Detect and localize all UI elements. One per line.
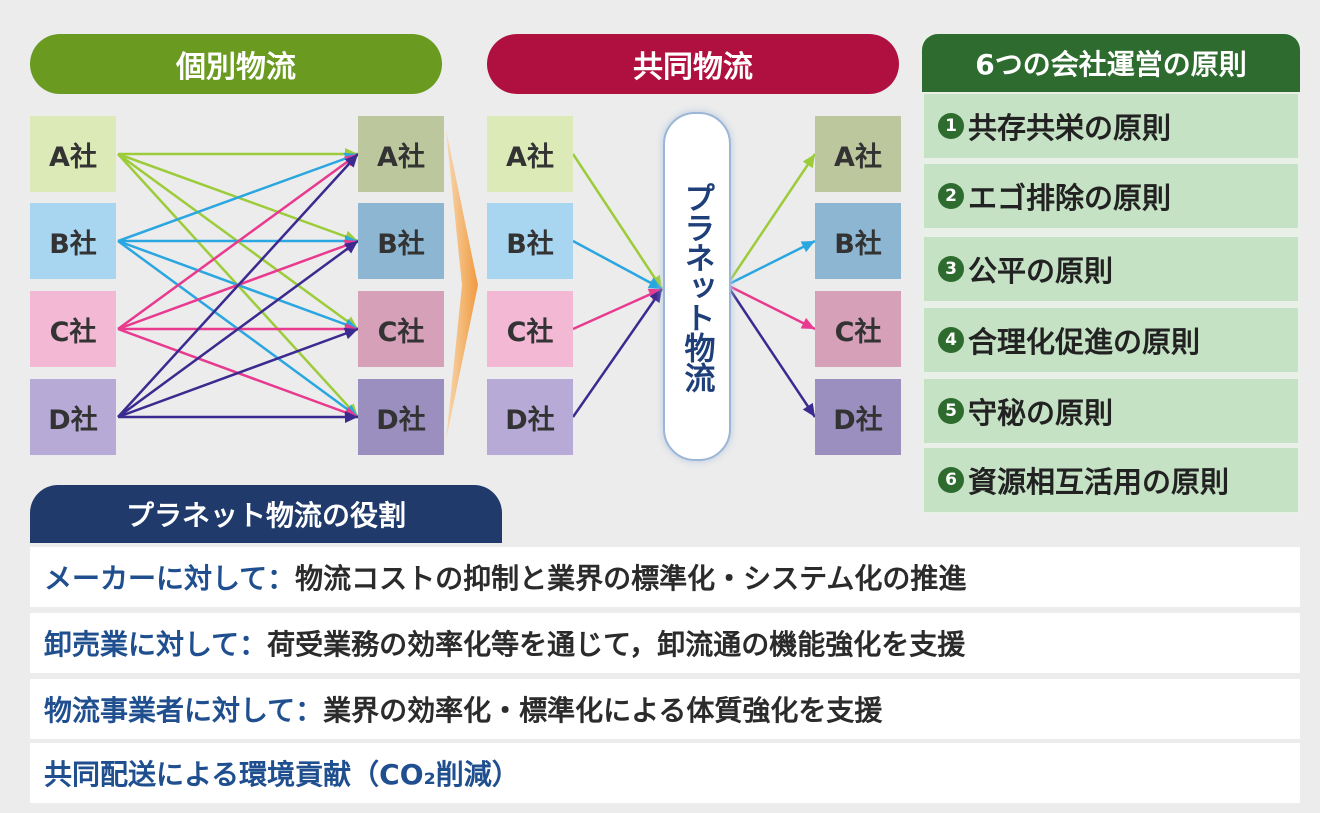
individual-flow-line bbox=[117, 327, 359, 419]
joint-receiver-d: D社 bbox=[815, 379, 901, 455]
role-row: 共同配送による環境貢献（CO₂削減） bbox=[30, 743, 1300, 803]
joint-inbound-line bbox=[572, 239, 663, 291]
ind-shipper-d: D社 bbox=[30, 379, 116, 455]
principle-item: 4 合理化促進の原則 bbox=[924, 308, 1298, 372]
role-row: 卸売業に対して： 荷受業務の効率化等を通じて，卸流通の機能強化を支援 bbox=[30, 613, 1300, 673]
flow-lines bbox=[117, 130, 817, 440]
principle-item: 3 公平の原則 bbox=[924, 237, 1298, 301]
joint-logistics-title: 共同物流 bbox=[487, 34, 899, 94]
joint-outbound-line-arrowhead bbox=[802, 402, 815, 417]
individual-logistics-title: 個別物流 bbox=[30, 34, 442, 94]
joint-receiver-c: C社 bbox=[815, 291, 901, 367]
principle-label: 共存共栄の原則 bbox=[968, 111, 1172, 145]
role-text: 物流コストの抑制と業界の標準化・システム化の推進 bbox=[295, 562, 967, 595]
number-badge-icon: 6 bbox=[938, 467, 964, 493]
joint-inbound-line bbox=[571, 288, 664, 418]
principle-label: 公平の原則 bbox=[968, 254, 1114, 288]
joint-outbound-line-arrowhead bbox=[800, 241, 815, 253]
number-badge-icon: 3 bbox=[938, 256, 964, 282]
role-text: 業界の効率化・標準化による体質強化を支援 bbox=[323, 694, 883, 727]
joint-inbound-line bbox=[571, 153, 664, 290]
joint-outbound-line bbox=[726, 239, 816, 287]
role-text: 荷受業務の効率化等を通じて，卸流通の機能強化を支援 bbox=[267, 628, 966, 661]
number-badge-icon: 5 bbox=[938, 398, 964, 424]
principle-label: エゴ排除の原則 bbox=[968, 181, 1172, 215]
joint-inbound-line-arrowhead bbox=[649, 289, 662, 304]
joint-outbound-line-arrowhead bbox=[802, 154, 815, 169]
ind-receiver-d: D社 bbox=[358, 379, 444, 455]
ind-shipper-c: C社 bbox=[30, 291, 116, 367]
joint-outbound-line bbox=[725, 284, 817, 418]
individual-flow-line bbox=[117, 239, 359, 419]
principle-label: 守秘の原則 bbox=[968, 396, 1114, 430]
individual-flow-line-arrowhead bbox=[345, 411, 358, 423]
ind-receiver-b: B社 bbox=[358, 203, 444, 279]
principles-title: 6つの会社運営の原則 bbox=[922, 34, 1300, 92]
joint-shipper-b: B社 bbox=[487, 203, 573, 279]
principle-item: 1 共存共栄の原則 bbox=[924, 94, 1298, 158]
principle-label: 合理化促進の原則 bbox=[968, 325, 1201, 359]
joint-outbound-line bbox=[726, 283, 816, 331]
joint-receiver-a: A社 bbox=[815, 116, 901, 192]
joint-receiver-b: B社 bbox=[815, 203, 901, 279]
ind-receiver-a: A社 bbox=[358, 116, 444, 192]
principle-item: 2 エゴ排除の原則 bbox=[924, 164, 1298, 228]
role-row: メーカーに対して： 物流コストの抑制と業界の標準化・システム化の推進 bbox=[30, 547, 1300, 607]
joint-shipper-a: A社 bbox=[487, 116, 573, 192]
joint-shipper-d: D社 bbox=[487, 379, 573, 455]
joint-shipper-c: C社 bbox=[487, 291, 573, 367]
individual-flow-line-arrowhead bbox=[343, 241, 358, 254]
joint-inbound-line-arrowhead bbox=[647, 277, 662, 289]
principles-panel: 6つの会社運営の原則 1 共存共栄の原則 2 エゴ排除の原則 3 公平の原則 4… bbox=[922, 34, 1300, 514]
ind-shipper-a: A社 bbox=[30, 116, 116, 192]
principle-item: 6 資源相互活用の原則 bbox=[924, 448, 1298, 512]
principle-label: 資源相互活用の原則 bbox=[968, 465, 1230, 499]
joint-outbound-line-arrowhead bbox=[800, 317, 815, 329]
joint-inbound-line bbox=[572, 287, 663, 331]
individual-flow-line-arrowhead bbox=[343, 327, 358, 340]
number-badge-icon: 1 bbox=[938, 113, 964, 139]
number-badge-icon: 4 bbox=[938, 327, 964, 353]
planet-logistics-hub: プラネット物流 bbox=[663, 112, 731, 461]
joint-outbound-line bbox=[725, 153, 817, 286]
role-label: メーカーに対して： bbox=[44, 562, 296, 595]
individual-flow-line bbox=[117, 152, 359, 331]
number-badge-icon: 2 bbox=[938, 183, 964, 209]
ind-receiver-c: C社 bbox=[358, 291, 444, 367]
role-label: 物流事業者に対して： bbox=[44, 694, 324, 727]
principle-item: 5 守秘の原則 bbox=[924, 379, 1298, 443]
role-row: 物流事業者に対して： 業界の効率化・標準化による体質強化を支援 bbox=[30, 679, 1300, 739]
roles-title: プラネット物流の役割 bbox=[30, 485, 502, 543]
role-label: 卸売業に対して： bbox=[44, 628, 268, 661]
role-label: 共同配送による環境貢献（CO₂削減） bbox=[44, 758, 520, 791]
individual-flow-line-arrowhead bbox=[344, 154, 358, 168]
planet-logistics-hub-label: プラネット物流 bbox=[678, 181, 715, 392]
transition-arrow bbox=[446, 130, 478, 440]
ind-shipper-b: B社 bbox=[30, 203, 116, 279]
individual-flow-line bbox=[117, 153, 359, 418]
individual-flow-line bbox=[117, 152, 359, 243]
